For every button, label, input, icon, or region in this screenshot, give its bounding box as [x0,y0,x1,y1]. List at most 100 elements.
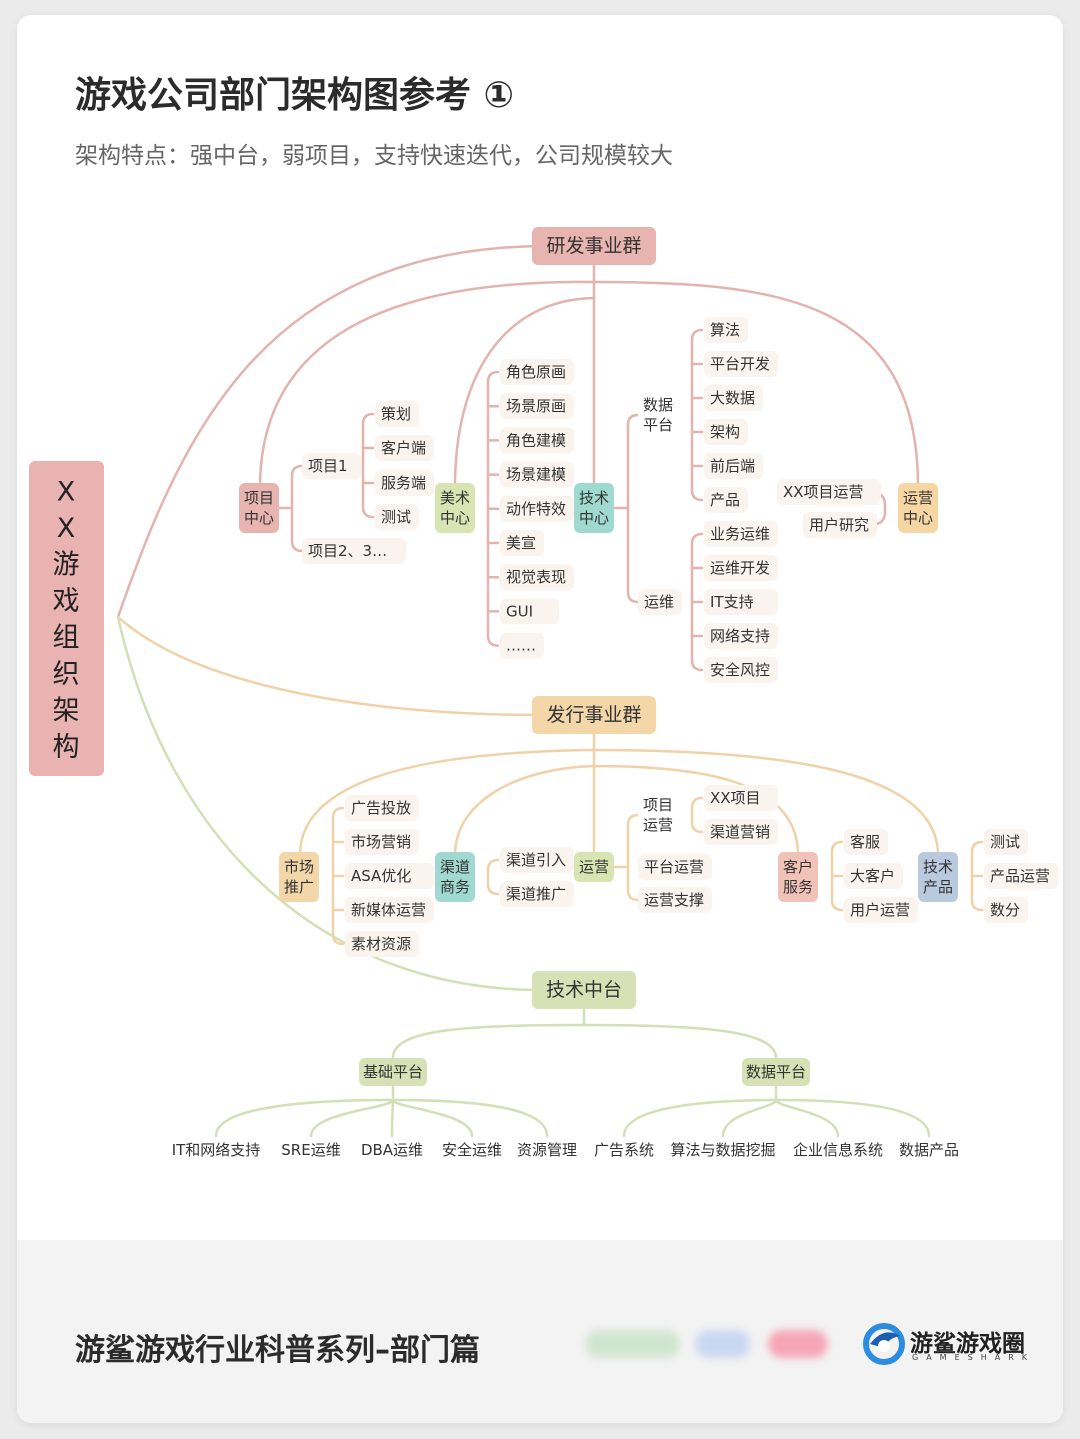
tech-product-line1: 技术 [923,858,953,876]
project-ops-item-0: XX项目 [710,789,761,807]
blurred-platform-badge-2 [695,1330,750,1358]
cs-item-0-pill [844,829,888,855]
tech-data-item-1: 算法与数据挖掘 [670,1141,775,1159]
operation-item-0-pill [638,854,712,880]
tech-product-item-0-pill [984,829,1028,855]
art-item-7: GUI [506,602,533,620]
root-to-pub-line [116,615,542,717]
bracket-line [486,858,500,896]
root-to-rd-line [116,244,542,619]
ops-item-1-pill [704,555,778,581]
project-more-pill [302,538,406,564]
tech-product-box [918,852,958,902]
data-item-5-pill [704,487,748,513]
data-arc [622,1098,931,1138]
data-item-3: 架构 [710,423,740,441]
market-item-4-pill [345,931,419,957]
pub-arc [298,748,940,857]
art-item-8-pill [500,632,544,659]
root-char-1: X [57,513,76,544]
data-platform-line2: 平台 [643,416,673,434]
channel-line2: 商务 [440,878,470,896]
pub-group: 发行事业群 [546,704,641,726]
connector-line [391,1098,474,1138]
channel-box [435,852,475,902]
base-item-3: 安全运维 [442,1141,502,1159]
root-to-tech-line [116,615,542,992]
ops-item-3: 网络支持 [710,627,770,645]
footer-bar [17,1240,1063,1423]
blurred-platform-badge-3 [768,1330,828,1358]
project-center-box [239,483,279,533]
art-item-4: 动作特效 [506,500,566,518]
tech-data-item-2: 企业信息系统 [793,1141,883,1159]
project-ops-line1: 项目 [643,796,673,814]
op-center-line2: 中心 [903,509,933,527]
data-platform-box [638,390,678,440]
customer-service-box [778,852,818,902]
page-subtitle: 架构特点：强中台，弱项目，支持快速迭代，公司规模较大 [75,143,673,169]
operation-box [574,852,614,882]
root-char-4: 组 [53,623,80,654]
channel-item-0-pill [500,847,574,873]
customer-service-line2: 服务 [783,878,813,896]
market-item-3-pill [345,897,434,923]
footer-series-title: 游鲨游戏行业科普系列–部门篇 [75,1333,480,1368]
ops-item-2-pill [704,589,778,615]
tech-data-item-0: 广告系统 [594,1141,654,1159]
market-box [279,852,319,902]
ops-item-0-pill [704,521,778,547]
channel-item-1: 渠道推广 [506,885,566,903]
bracket-line [690,328,704,502]
art-item-4-pill [500,495,574,522]
op-center-box [898,483,938,533]
base-platform: 基础平台 [363,1063,423,1081]
operation-item-1-pill [638,887,712,913]
art-item-5-pill [500,530,544,556]
market-item-0-pill [345,795,419,821]
data-item-5: 产品 [710,491,740,509]
data-item-2-pill [704,385,763,411]
project1-item-2: 服务端 [381,474,426,492]
rd-upper-arc [258,280,920,490]
rd-group: 研发事业群 [546,235,641,257]
cs-item-1-pill [844,863,903,889]
base-item-0: IT和网络支持 [172,1141,261,1159]
operation-item-1: 运营支撑 [644,891,704,909]
art-item-0: 角色原画 [506,363,566,381]
art-item-8: …… [506,637,536,655]
market-item-0: 广告投放 [351,799,411,817]
ops-item-4-pill [704,657,778,683]
art-item-1: 场景原画 [506,397,566,415]
tech-data-platform-box [742,1058,810,1086]
channel-item-1-pill [500,881,574,907]
tech-product-item-1: 产品运营 [990,867,1050,885]
project1-item-0-pill [375,401,419,427]
tech-product-item-1-pill [984,863,1058,889]
logo-subtitle: GAMESHARK [912,1353,1035,1362]
market-line2: 推广 [284,878,314,896]
base-platform-box [359,1058,427,1086]
base-item-2: DBA运维 [361,1141,423,1159]
bracket-line [690,796,704,834]
root-char-3: 戏 [53,586,80,617]
org-chart-diagram: XX游戏组织架构研发事业群项目中心项目1项目2、3…策划客户端服务端测试美术中心… [29,227,1058,1159]
art-center-box [435,483,475,533]
connector-line [390,1098,395,1138]
art-item-7-pill [500,598,559,625]
art-item-3: 场景建模 [506,466,566,484]
page-title: 游戏公司部门架构图参考 ① [75,75,515,116]
project-ops-line2: 运营 [643,816,673,834]
root-char-6: 架 [53,696,80,727]
art-item-3-pill [500,461,574,488]
op-item-1: 用户研究 [809,516,869,534]
project1-item-1-pill [375,435,434,461]
ops-item-0: 业务运维 [710,525,770,543]
tech-center-line1: 技术 [579,489,609,507]
tech-data-item-3: 数据产品 [899,1141,959,1159]
root-box [29,461,104,776]
project-ops-box [638,790,678,840]
data-item-3-pill [704,419,748,445]
tech-group-box [532,971,636,1009]
tech-center-box [574,483,614,533]
